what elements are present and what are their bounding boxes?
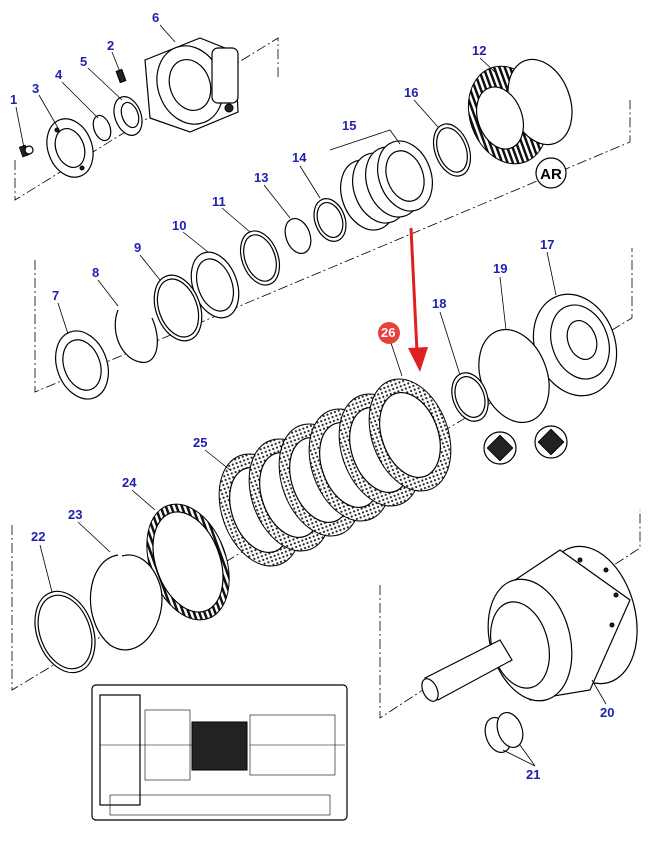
callout-5: 5 xyxy=(80,54,87,69)
callout-26: 26 xyxy=(381,325,395,340)
callout-16: 16 xyxy=(404,85,418,100)
callout-1: 1 xyxy=(10,92,17,107)
part-12-drum xyxy=(467,58,573,165)
callout-9: 9 xyxy=(134,240,141,255)
ar-badge: AR xyxy=(535,157,567,189)
part-11-ring xyxy=(239,230,281,286)
callout-20: 20 xyxy=(600,705,614,720)
callout-17: 17 xyxy=(540,237,554,252)
part-6-housing xyxy=(144,37,239,133)
callout-2: 2 xyxy=(107,38,114,53)
callout-11: 11 xyxy=(212,194,226,209)
leader-lines xyxy=(15,24,607,767)
part-5-seal xyxy=(113,96,143,136)
callout-25: 25 xyxy=(193,435,207,450)
callout-21: 21 xyxy=(526,767,540,782)
callout-7: 7 xyxy=(52,288,59,303)
part-1-bolt xyxy=(18,144,34,158)
callout-4: 4 xyxy=(55,67,63,82)
part-16-ring xyxy=(432,123,472,177)
part-22-ring xyxy=(34,590,96,674)
callout-3: 3 xyxy=(32,81,39,96)
part-20-drum-shaft xyxy=(421,545,638,702)
callout-19: 19 xyxy=(493,261,507,276)
part-24-pressure-plate xyxy=(146,503,230,621)
callout-10: 10 xyxy=(172,218,186,233)
callout-15: 15 xyxy=(342,118,356,133)
callout-12: 12 xyxy=(472,43,486,58)
transmission-overview xyxy=(91,684,348,821)
callout-22: 22 xyxy=(31,529,45,544)
callout-8: 8 xyxy=(92,265,99,280)
part-10-piston-ring xyxy=(190,251,240,319)
part-21-rings xyxy=(484,711,524,754)
callout-23: 23 xyxy=(68,507,82,522)
callout-13: 13 xyxy=(254,170,268,185)
callout-6: 6 xyxy=(152,10,159,25)
part-23-snap-ring xyxy=(89,554,163,651)
part-3-cover-plate xyxy=(46,118,94,178)
part-25-26-clutch-plates xyxy=(218,378,452,567)
ar-badge-text: AR xyxy=(540,166,562,183)
part-7-seal xyxy=(55,330,109,400)
part-8-snap-ring xyxy=(114,309,158,363)
callout-18: 18 xyxy=(432,296,446,311)
direction-badges xyxy=(483,425,568,465)
part-9-seal-ring xyxy=(153,274,203,342)
part-18-ring xyxy=(451,372,489,422)
callout-labels: 1 2 3 4 5 6 7 8 9 10 11 12 13 14 15 16 1… xyxy=(10,10,614,782)
callout-24: 24 xyxy=(122,475,137,490)
part-4-oring xyxy=(92,114,112,142)
highlight-arrow xyxy=(408,227,428,372)
part-15-spring-pack xyxy=(340,140,433,231)
callout-14: 14 xyxy=(292,150,307,165)
part-17-piston-housing xyxy=(532,293,618,397)
highlight-badge-26 xyxy=(378,322,400,344)
part-13-snap-ring xyxy=(284,217,312,255)
part-14-ring xyxy=(313,198,347,242)
part-2-bolt xyxy=(115,68,127,84)
